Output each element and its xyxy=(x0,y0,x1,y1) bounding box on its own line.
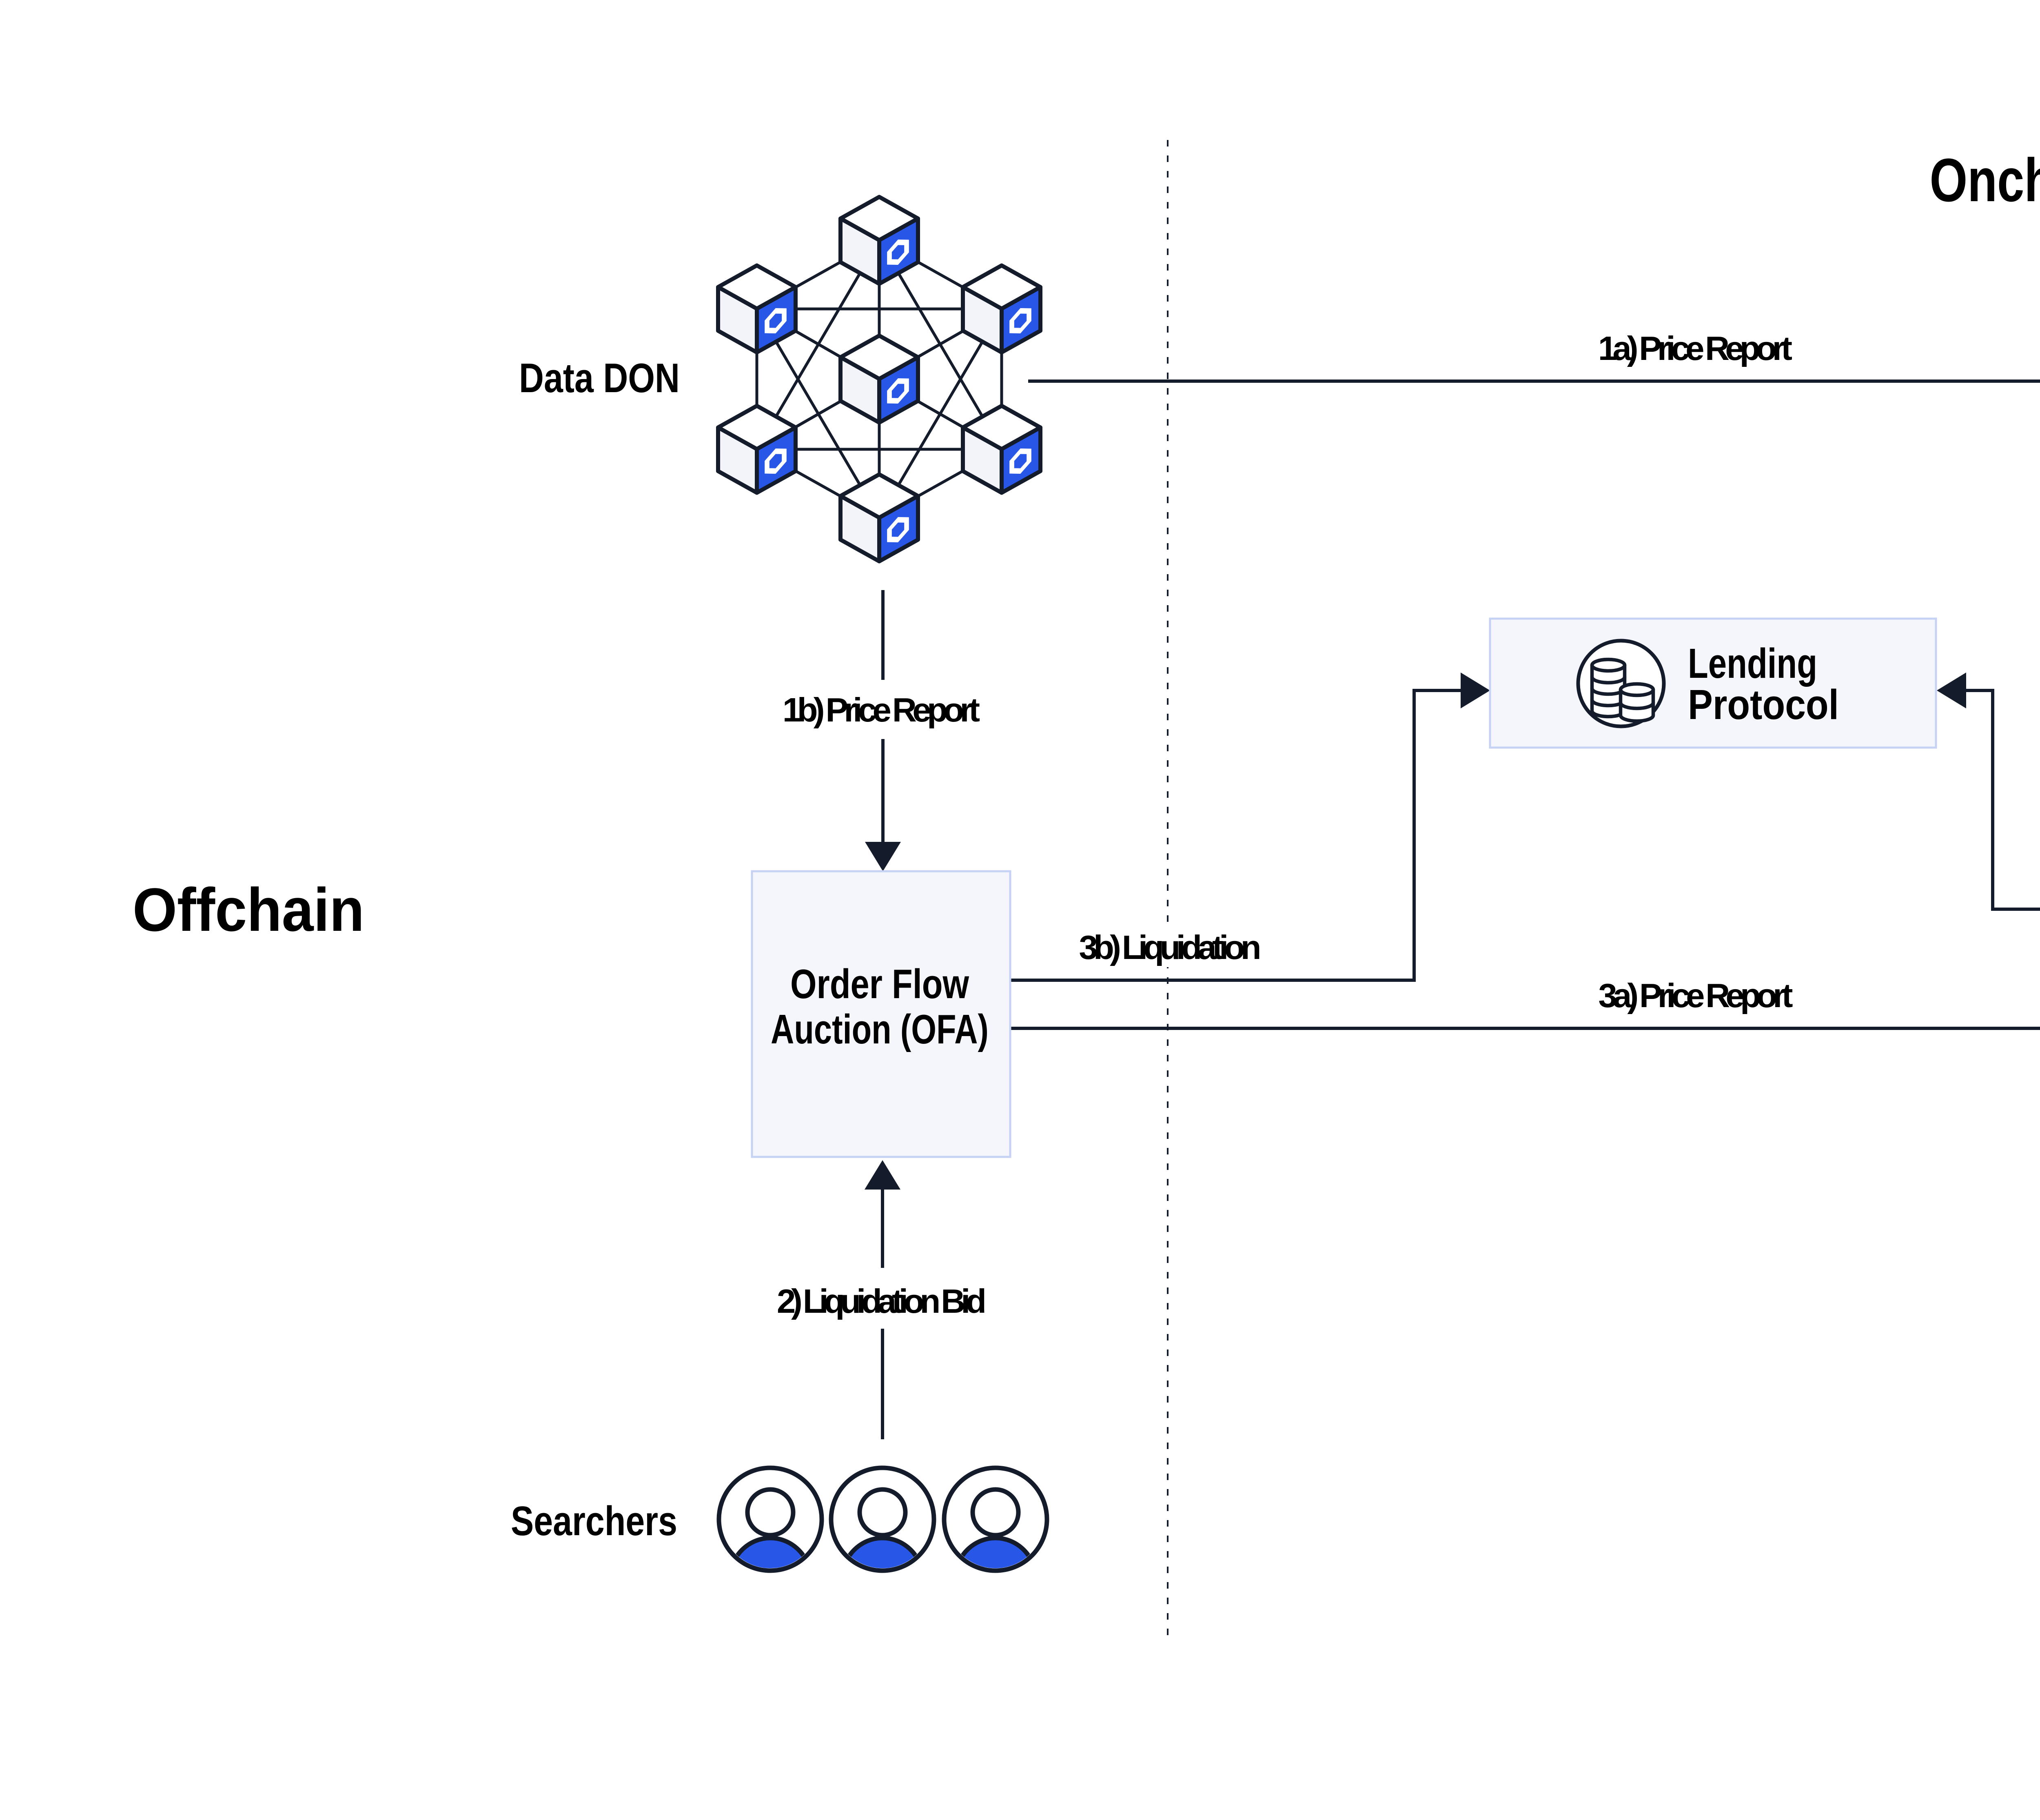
svg-text:1a) Price Report: 1a) Price Report xyxy=(1598,329,1792,367)
svg-text:Data DON: Data DON xyxy=(519,355,680,401)
svg-text:Onchain: Onchain xyxy=(1930,146,2040,214)
svg-text:Order Flow: Order Flow xyxy=(790,961,969,1007)
svg-text:3b) Liquidation: 3b) Liquidation xyxy=(1079,928,1262,966)
svg-text:Searchers: Searchers xyxy=(511,1498,677,1544)
svg-text:3a) Price Report: 3a) Price Report xyxy=(1599,977,1793,1014)
svg-text:Offchain: Offchain xyxy=(133,875,364,944)
svg-text:Lending: Lending xyxy=(1688,640,1817,687)
svg-text:1b) Price Report: 1b) Price Report xyxy=(783,691,980,729)
svg-text:Auction (OFA): Auction (OFA) xyxy=(771,1007,989,1052)
svg-text:Protocol: Protocol xyxy=(1688,681,1839,728)
svg-text:2) Liquidation Bid: 2) Liquidation Bid xyxy=(777,1282,987,1320)
